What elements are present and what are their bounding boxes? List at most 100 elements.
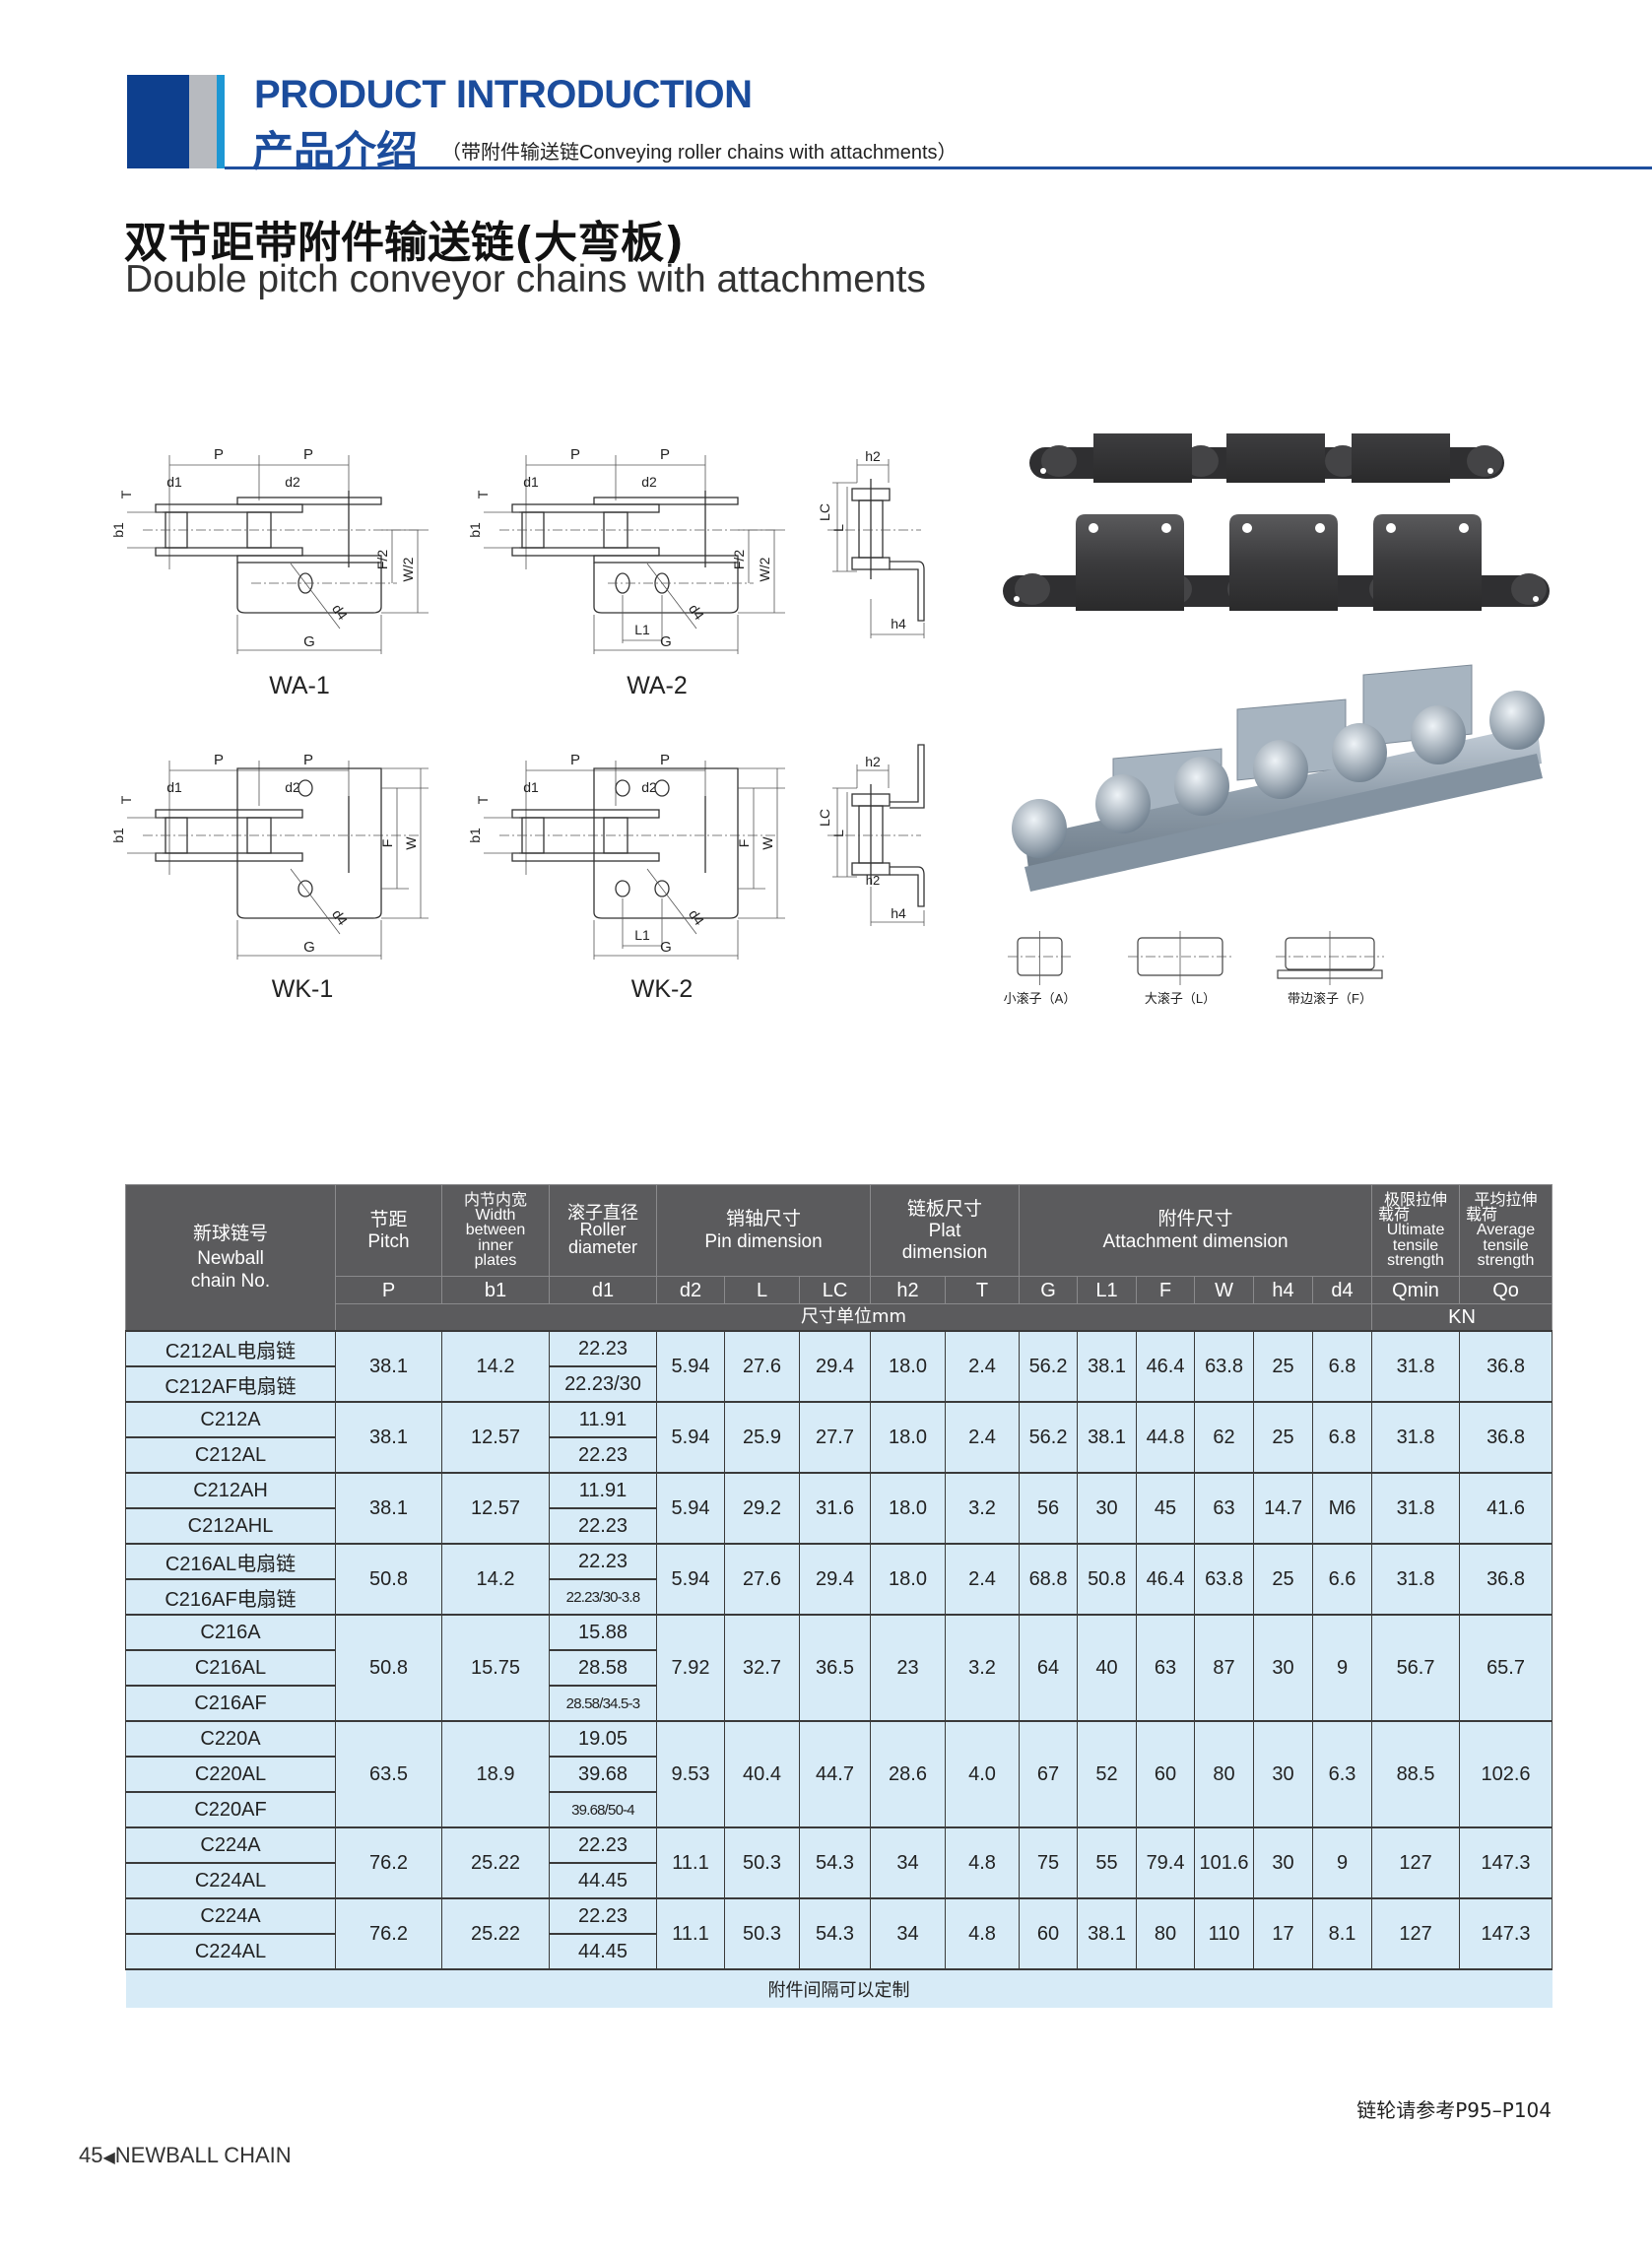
roller-en1: Roller [579, 1220, 627, 1240]
dimension-label: F [736, 839, 752, 848]
attachment-bottom [593, 555, 739, 564]
page-number: 45 [79, 2143, 103, 2167]
dimension-label: T [475, 795, 491, 804]
section-title-en: Double pitch conveyor chains with attach… [125, 258, 926, 300]
cell-t: 2.4 [945, 1401, 1021, 1473]
mounting-hole [654, 779, 670, 797]
side-bracket-top [890, 744, 925, 809]
cell-h4: 14.7 [1253, 1472, 1314, 1544]
ultimate-cn1: 极限拉伸 [1384, 1192, 1448, 1210]
dimension-label: W/2 [757, 557, 772, 581]
cell-t: 4.8 [945, 1826, 1021, 1898]
chain-photo-3 [1012, 664, 1545, 892]
chain-no-en2: chain No. [190, 1271, 271, 1292]
chain-no-cell: C216AF电扇链 [125, 1579, 336, 1615]
attach-cn: 附件尺寸 [1157, 1209, 1233, 1229]
cell-d4: 6.6 [1312, 1543, 1373, 1615]
chain-roller [1015, 573, 1050, 605]
plate-en1: Plat [928, 1220, 961, 1241]
tab-hole [1242, 523, 1252, 533]
cell-w: 63 [1194, 1472, 1255, 1544]
chain-no-cell: C212AL [125, 1437, 336, 1473]
cell-f: 45 [1136, 1472, 1196, 1544]
cell-w: 63.8 [1194, 1543, 1255, 1615]
cell-l: 27.6 [724, 1543, 800, 1615]
dimension-label: d4 [686, 601, 707, 623]
dimension-label: b1 [467, 522, 483, 538]
pin-hole [1040, 468, 1046, 474]
cell-h2: 18.0 [870, 1401, 947, 1473]
col-header-pin: 销轴尺寸 Pin dimension [655, 1184, 872, 1277]
attachment-tab [1352, 433, 1450, 483]
cell-l: 32.7 [724, 1614, 800, 1721]
cell-qmin: 31.8 [1371, 1472, 1461, 1544]
roller-diameter-cell: 19.05 [549, 1720, 657, 1758]
width-cell: 25.22 [441, 1897, 550, 1969]
attachment-bottom [236, 555, 382, 564]
chain-no-cell: C224A [125, 1826, 336, 1864]
cell-qo: 102.6 [1459, 1720, 1553, 1827]
cell-lc: 31.6 [798, 1472, 872, 1544]
average-en3: strength [1477, 1251, 1535, 1269]
width-en4: plates [474, 1251, 517, 1269]
cell-g: 56 [1019, 1472, 1079, 1544]
dimension-line [646, 868, 697, 935]
cell-d2: 9.53 [656, 1720, 725, 1827]
tab-hole [1386, 523, 1396, 533]
roller-diameter-cell: 22.23 [549, 1508, 657, 1544]
dimension-label: d1 [166, 779, 182, 795]
cell-h4: 30 [1253, 1614, 1314, 1721]
mounting-hole [654, 880, 670, 897]
dimension-label: d1 [523, 474, 539, 490]
cell-lc: 27.7 [798, 1401, 872, 1473]
attachment-wing [593, 563, 739, 614]
drawing-label-wk1: WK-1 [272, 975, 334, 1003]
cell-d2: 11.1 [656, 1897, 725, 1969]
chain-no-cell: C216AF [125, 1686, 336, 1721]
mounting-hole [297, 880, 313, 897]
chain-no-cell: C220AL [125, 1757, 336, 1793]
roller-diameter-cell: 39.68 [549, 1757, 657, 1793]
symbol-header: W [1194, 1276, 1255, 1304]
dimension-label: d2 [285, 474, 300, 490]
pitch-cell: 76.2 [335, 1897, 442, 1969]
dimension-label: h4 [891, 905, 906, 921]
dimension-label: P [570, 752, 580, 768]
attachment-tab [1229, 514, 1338, 611]
tab-hole [1315, 523, 1325, 533]
cell-w: 87 [1194, 1614, 1255, 1721]
roller-diameter-cell: 11.91 [549, 1401, 657, 1438]
cell-h4: 25 [1253, 1330, 1314, 1402]
width-cell: 25.22 [441, 1826, 550, 1898]
pin-en: Pin dimension [704, 1231, 823, 1252]
dimension-label: d2 [641, 779, 657, 795]
col-header-roller: 滚子直径 Roller diameter [549, 1184, 657, 1277]
cell-l1: 38.1 [1077, 1401, 1138, 1473]
attachment-tab [1373, 514, 1482, 611]
pitch-cell: 50.8 [335, 1614, 442, 1721]
sprocket-reference: 链轮请参考P95–P104 [1356, 2098, 1552, 2122]
cell-d2: 5.94 [656, 1330, 725, 1402]
cell-g: 56.2 [1019, 1330, 1079, 1402]
width-en2: between [465, 1222, 526, 1239]
cell-qmin: 31.8 [1371, 1401, 1461, 1473]
footnote: 附件间隔可以定制 [125, 1968, 1553, 2008]
width-en1: Width [475, 1207, 516, 1225]
cell-qo: 147.3 [1459, 1826, 1553, 1898]
cell-qo: 41.6 [1459, 1472, 1553, 1544]
footnote-row: 附件间隔可以定制 [125, 1968, 1553, 2008]
cell-w: 63.8 [1194, 1330, 1255, 1402]
tab-hole [1459, 523, 1469, 533]
dimension-label: h2 [866, 873, 880, 888]
attachment-tab [1076, 514, 1184, 611]
link-plate [155, 809, 303, 819]
dimension-label: P [660, 752, 670, 768]
